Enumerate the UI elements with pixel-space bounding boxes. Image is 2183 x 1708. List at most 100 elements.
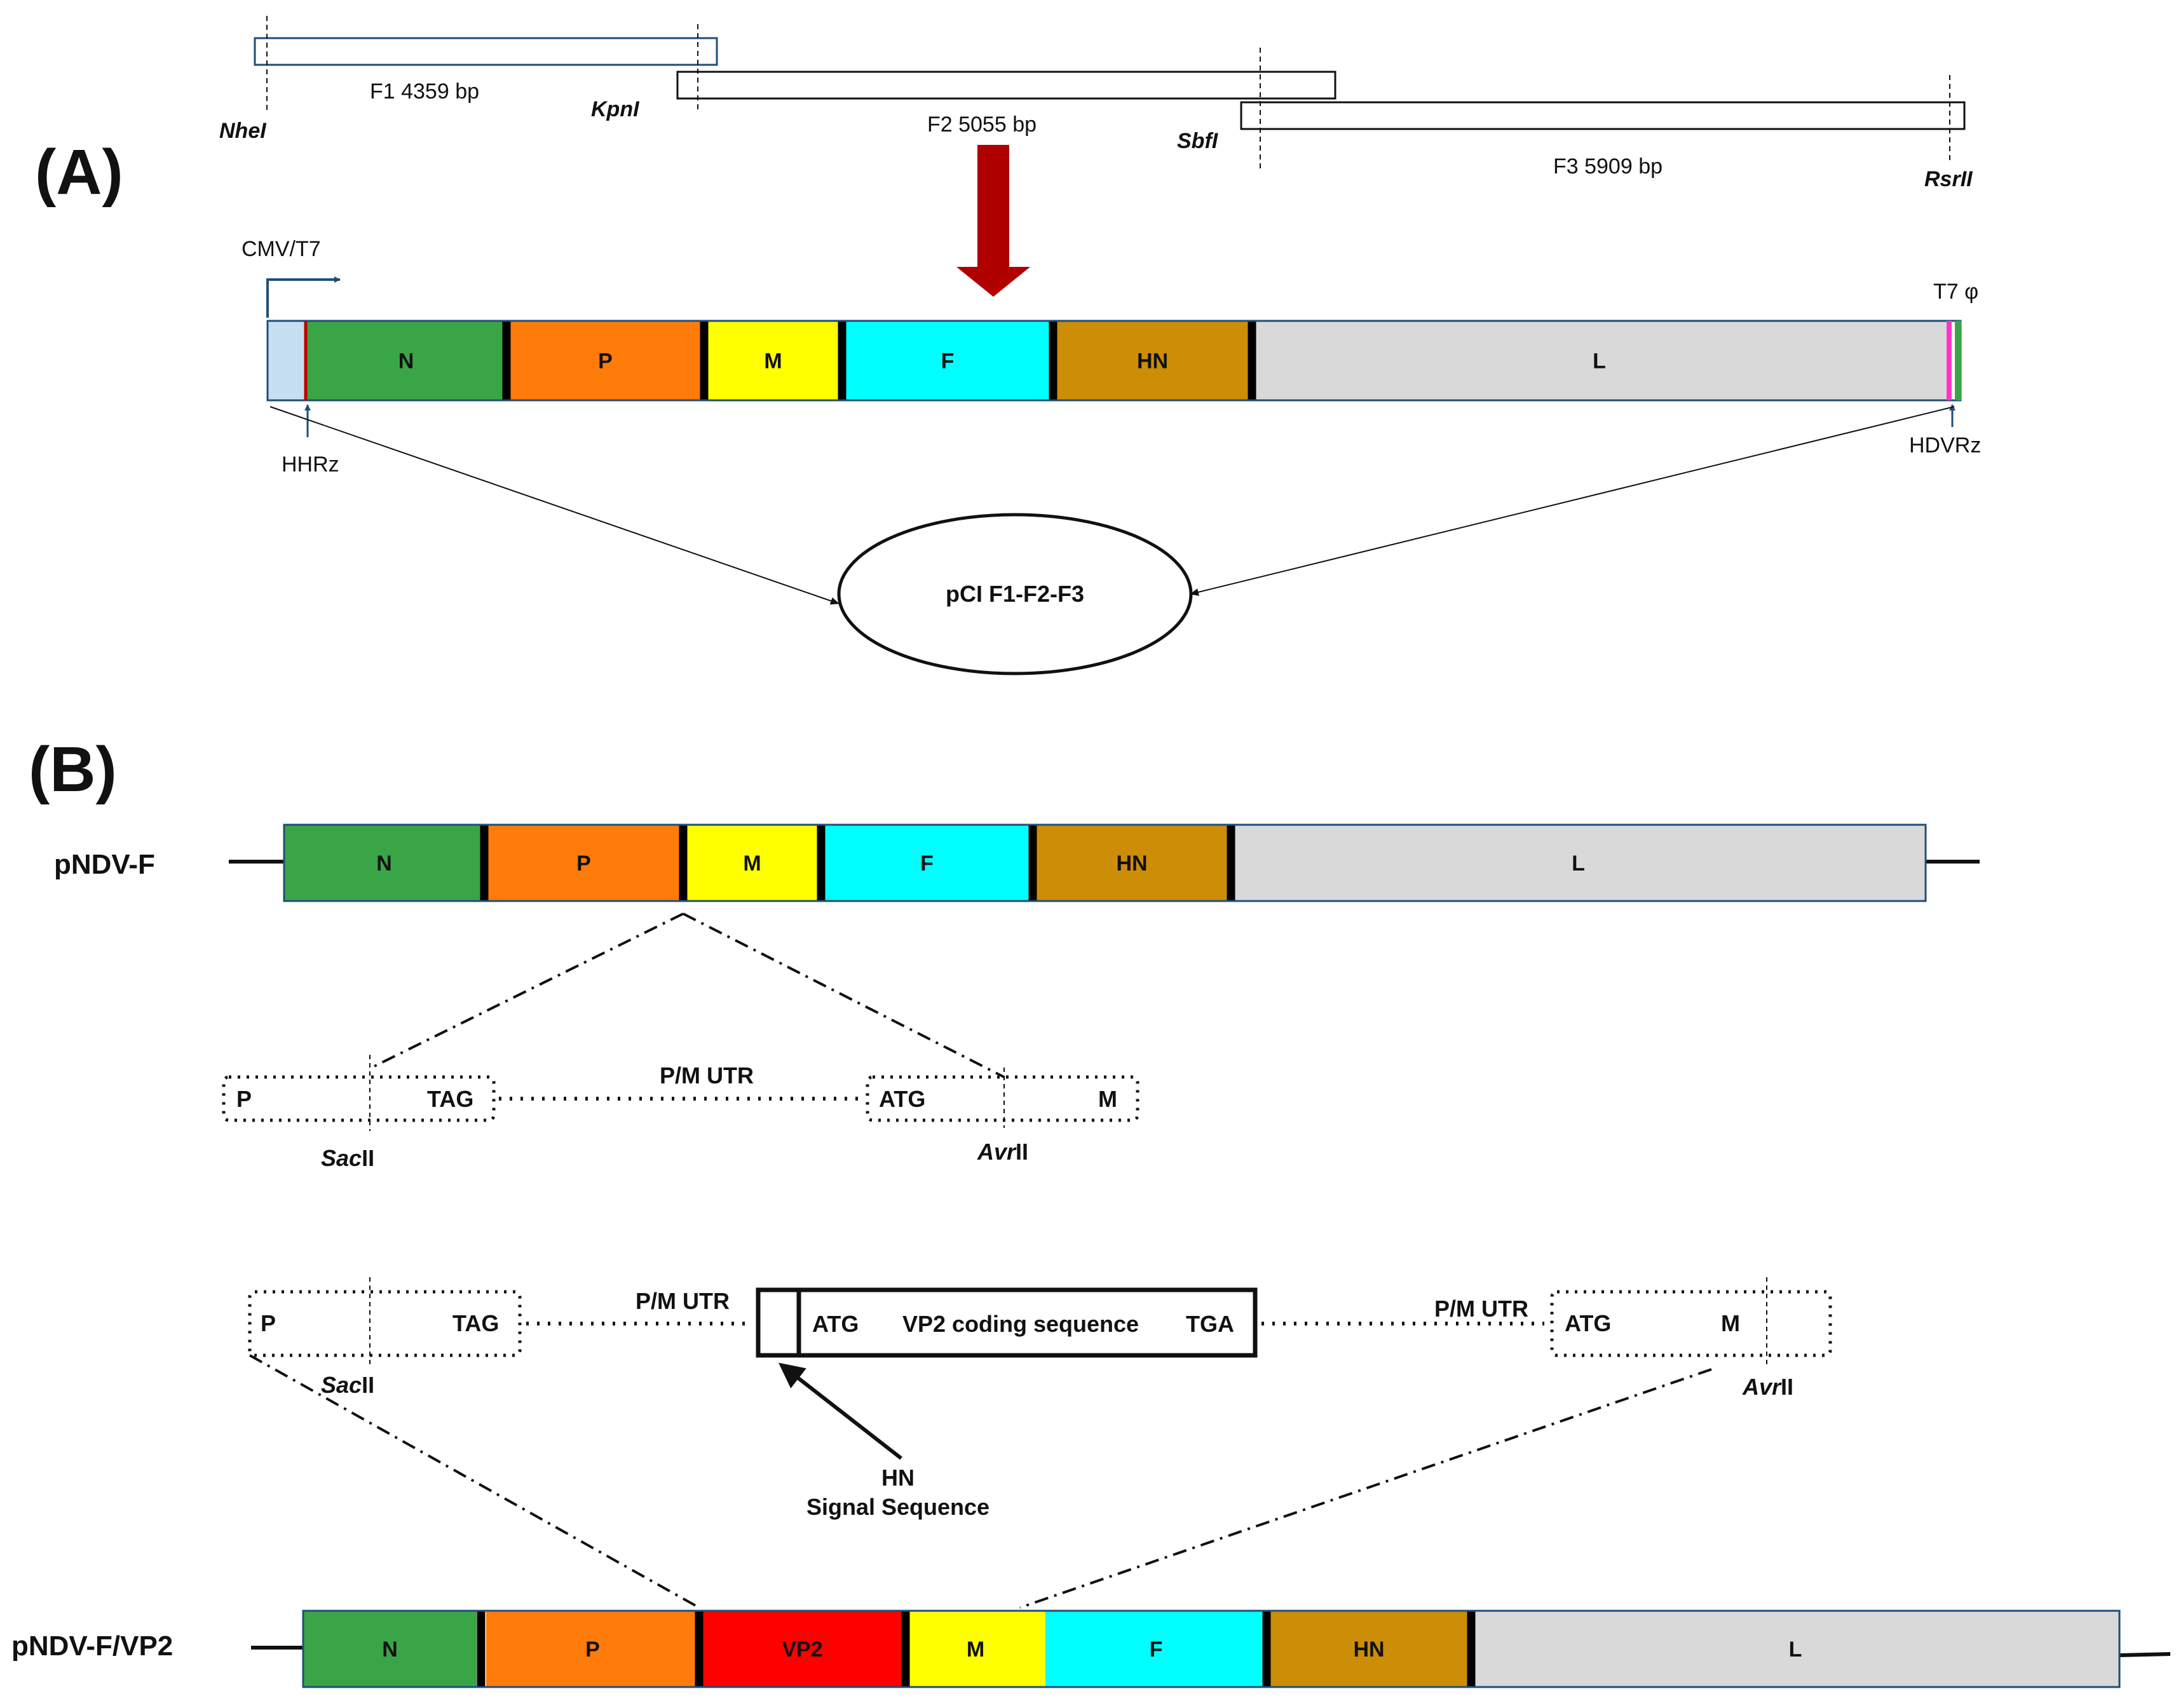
insert-utr-right-label: P/M UTR bbox=[1434, 1296, 1528, 1322]
insert-utr-left-label: P/M UTR bbox=[636, 1288, 730, 1314]
fragment-f1-label: F1 4359 bp bbox=[370, 79, 479, 104]
fragment-f3: F3 5909 bp bbox=[1240, 101, 1966, 179]
pndv-f-vp2-gene-p bbox=[486, 1611, 699, 1687]
construct-a-gene-m-label: M bbox=[764, 349, 782, 374]
construct-a-gene-m bbox=[704, 321, 842, 400]
plasmid-label: pCI F1-F2-F3 bbox=[946, 581, 1084, 607]
construct-a-genes: N P M F HN L bbox=[306, 321, 1947, 400]
insert-avrii-label: AvrII bbox=[1742, 1374, 1793, 1400]
pndv-f-gene-hn-label: HN bbox=[1116, 851, 1147, 876]
assembly-arrow bbox=[956, 145, 1030, 297]
pndv-f-vp2-gene-m-label: M bbox=[967, 1637, 984, 1662]
pndv-f-vp2-gene-vp2 bbox=[699, 1611, 906, 1687]
pndv-f-vp2-gene-f bbox=[1045, 1611, 1267, 1687]
pndv-f-vp2-gene-hn-label: HN bbox=[1353, 1637, 1384, 1662]
pndv-f-gene-f bbox=[821, 825, 1033, 901]
pndv-f-gene-l bbox=[1231, 825, 1926, 901]
hn-signal-pointer bbox=[779, 1362, 902, 1460]
hdvrz-mark bbox=[1947, 321, 1952, 400]
detail-tag-label: TAG bbox=[427, 1086, 473, 1112]
pndv-f-gene-p-label: P bbox=[576, 851, 591, 876]
panel-a-label: (A) bbox=[35, 137, 123, 208]
fragment-f3-label: F3 5909 bp bbox=[1553, 154, 1663, 179]
construct-a-gene-l-label: L bbox=[1593, 349, 1606, 374]
nhei-site-label: NheI bbox=[219, 119, 267, 143]
detail-avrii-label: AvrII bbox=[977, 1139, 1028, 1165]
plasmid-ellipse bbox=[837, 513, 1193, 675]
pndv-f-label: pNDV-F bbox=[54, 849, 155, 880]
pndv-f-vp2-gene-hn bbox=[1267, 1611, 1471, 1687]
vp2-coding-box bbox=[796, 1287, 1258, 1358]
pndv-f-vp2-gene-f-label: F bbox=[1150, 1637, 1163, 1662]
insert-coding-label: VP2 coding sequence bbox=[902, 1311, 1139, 1337]
construct-a-gene-n bbox=[306, 321, 507, 400]
pndv-f-vp2-gene-n-label: N bbox=[382, 1637, 398, 1662]
detail-p-label: P bbox=[236, 1086, 252, 1112]
construct-a-gene-p bbox=[507, 321, 704, 400]
pndv-f-vp2-gene-l bbox=[1471, 1611, 2119, 1687]
pndv-f-gene-l-label: L bbox=[1572, 851, 1585, 876]
detail-utr-label: P/M UTR bbox=[660, 1062, 754, 1088]
pndv-f-gene-p bbox=[484, 825, 683, 901]
insert-m-label: M bbox=[1721, 1310, 1740, 1336]
construct-a-gene-p-label: P bbox=[598, 349, 613, 374]
pndv-f-vp2-flank-right bbox=[2119, 1652, 2171, 1657]
detail-m-label: M bbox=[1098, 1086, 1117, 1112]
pndv-f-zoom-lines bbox=[371, 912, 1005, 1078]
pndv-f-gene-n bbox=[284, 825, 484, 901]
panel-b-label: (B) bbox=[29, 734, 117, 805]
promoter-arrow bbox=[266, 276, 341, 318]
pndv-f-vp2-genes: N P VP2 M F HN L bbox=[303, 1611, 2119, 1687]
insert-atg2-label: ATG bbox=[1565, 1310, 1611, 1336]
pndv-f-vp2-gene-vp2-label: VP2 bbox=[782, 1637, 822, 1662]
pndv-f-vp2-gene-p-label: P bbox=[585, 1637, 600, 1662]
fragment-f1: F1 4359 bp bbox=[254, 37, 718, 104]
construct-a: N P M F HN L bbox=[266, 320, 1962, 402]
plasmid-line-right bbox=[1190, 406, 1955, 596]
pndv-f-vp2-zoom-lines bbox=[249, 1354, 1712, 1609]
construct-a-gene-f-label: F bbox=[941, 349, 955, 374]
fragment-f2: F2 5055 bp bbox=[676, 71, 1336, 137]
t7-terminator-label: T7 φ bbox=[1933, 280, 1978, 304]
construct-a-gene-hn bbox=[1053, 321, 1252, 400]
construct-a-gene-f bbox=[842, 321, 1053, 400]
insert-cassette: P TAG SacII P/M UTR ATG VP2 coding seque… bbox=[248, 1277, 1832, 1400]
construct-a-gene-n-label: N bbox=[398, 349, 414, 374]
rsrii-site-label: RsrII bbox=[1924, 167, 1973, 191]
hn-signal-label-1: HN bbox=[881, 1465, 915, 1491]
fragment-f1-box bbox=[254, 37, 718, 66]
construct-a-gene-l bbox=[1252, 321, 1947, 400]
pndv-f-vp2-gene-l-label: L bbox=[1789, 1637, 1802, 1662]
pndv-f-gene-m-label: M bbox=[743, 851, 761, 876]
kpni-site-label: KpnI bbox=[591, 97, 640, 121]
detail-atg-label: ATG bbox=[879, 1086, 925, 1112]
t7-terminator-mark bbox=[1955, 321, 1961, 400]
hdvrz-label: HDVRz bbox=[1909, 433, 1981, 458]
insert-sacii-label: SacII bbox=[321, 1372, 374, 1398]
pndv-f-gene-m bbox=[683, 825, 821, 901]
fragment-f3-box bbox=[1240, 101, 1966, 130]
pndv-f-vp2-gene-n bbox=[303, 1611, 477, 1687]
construct-a-gene-hn-label: HN bbox=[1137, 349, 1168, 374]
hn-signal-box bbox=[756, 1287, 801, 1358]
insert-tag-label: TAG bbox=[452, 1310, 499, 1336]
detail-sacii-label: SacII bbox=[321, 1145, 374, 1171]
pndv-f-vp2-gene-m bbox=[906, 1611, 1045, 1687]
insert-tga-label: TGA bbox=[1186, 1311, 1234, 1337]
pndv-f-gene-f-label: F bbox=[920, 851, 934, 876]
insert-m-box bbox=[1550, 1290, 1832, 1357]
fragment-site-lines bbox=[266, 16, 1950, 168]
pndv-f-outline bbox=[283, 824, 1927, 902]
plasmid-line-left bbox=[269, 406, 840, 605]
pndv-f-vp2-label: pNDV-F/VP2 bbox=[11, 1630, 173, 1662]
fragment-f2-box bbox=[676, 71, 1336, 100]
hn-signal-label-2: Signal Sequence bbox=[806, 1494, 989, 1520]
promoter-label: CMV/T7 bbox=[241, 237, 321, 261]
insert-atg-label: ATG bbox=[812, 1311, 859, 1337]
sbfi-site-label: SbfI bbox=[1177, 129, 1219, 153]
promoter-region bbox=[266, 320, 307, 402]
insert-p-box bbox=[248, 1290, 522, 1357]
fragment-f2-label: F2 5055 bp bbox=[927, 112, 1037, 137]
